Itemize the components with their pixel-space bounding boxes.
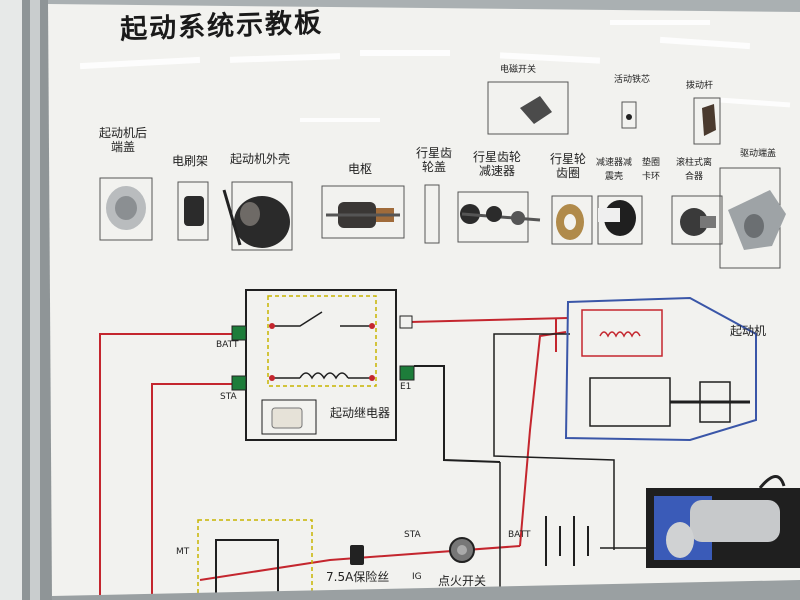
starter-motor-photo (646, 475, 800, 568)
label-housing: 起动机外壳 (230, 152, 291, 166)
relay-photo (271, 407, 303, 429)
label-one-way-clutch: 滚柱式离合器 (675, 158, 712, 182)
label-planet-gear-ring: 行星轮齿圈 (549, 152, 586, 180)
label-drive-cover: 驱动端盖 (740, 149, 777, 159)
label-ignition-switch: 点火开关 (438, 574, 487, 588)
relay-box (245, 289, 397, 441)
label-batt2-terminal: BATT (508, 530, 531, 540)
label-e1-terminal: E1 (400, 382, 412, 392)
label-rear-cover: 起动机后端盖 (98, 126, 147, 154)
wiring-diagram (99, 289, 757, 600)
label-batt-terminal: BATT (216, 340, 239, 350)
label-solenoid-switch: 电磁开关 (500, 65, 537, 75)
label-ig-terminal: IG (412, 572, 422, 582)
label-armature: 电枢 (348, 162, 373, 176)
board-surface (48, 0, 800, 600)
relay-terminals (231, 315, 415, 391)
label-plunger: 活动铁芯 (614, 75, 651, 85)
label-planet-reducer: 行星齿轮减速器 (472, 150, 521, 178)
label-sta2-terminal: STA (404, 530, 421, 540)
fuse-icon (350, 545, 364, 565)
label-reducer-housing: 减速器减震壳 (595, 158, 632, 182)
label-brush-holder: 电刷架 (172, 154, 209, 168)
label-washer-ring: 垫圈卡环 (641, 158, 660, 182)
label-fuse: 7.5A保险丝 (326, 570, 390, 584)
label-shift-fork: 拨动杆 (686, 81, 714, 91)
board-title: 起动系统示教板 (119, 7, 324, 46)
component-parts (106, 96, 786, 250)
label-planet-gear-cover: 行星齿轮盖 (415, 146, 452, 174)
glare-reflections (79, 20, 791, 122)
label-sta-terminal: STA (220, 392, 237, 402)
label-relay: 起动继电器 (330, 406, 391, 420)
label-mt-terminal: MT (176, 547, 190, 557)
label-starter: 起动机 (730, 324, 767, 338)
